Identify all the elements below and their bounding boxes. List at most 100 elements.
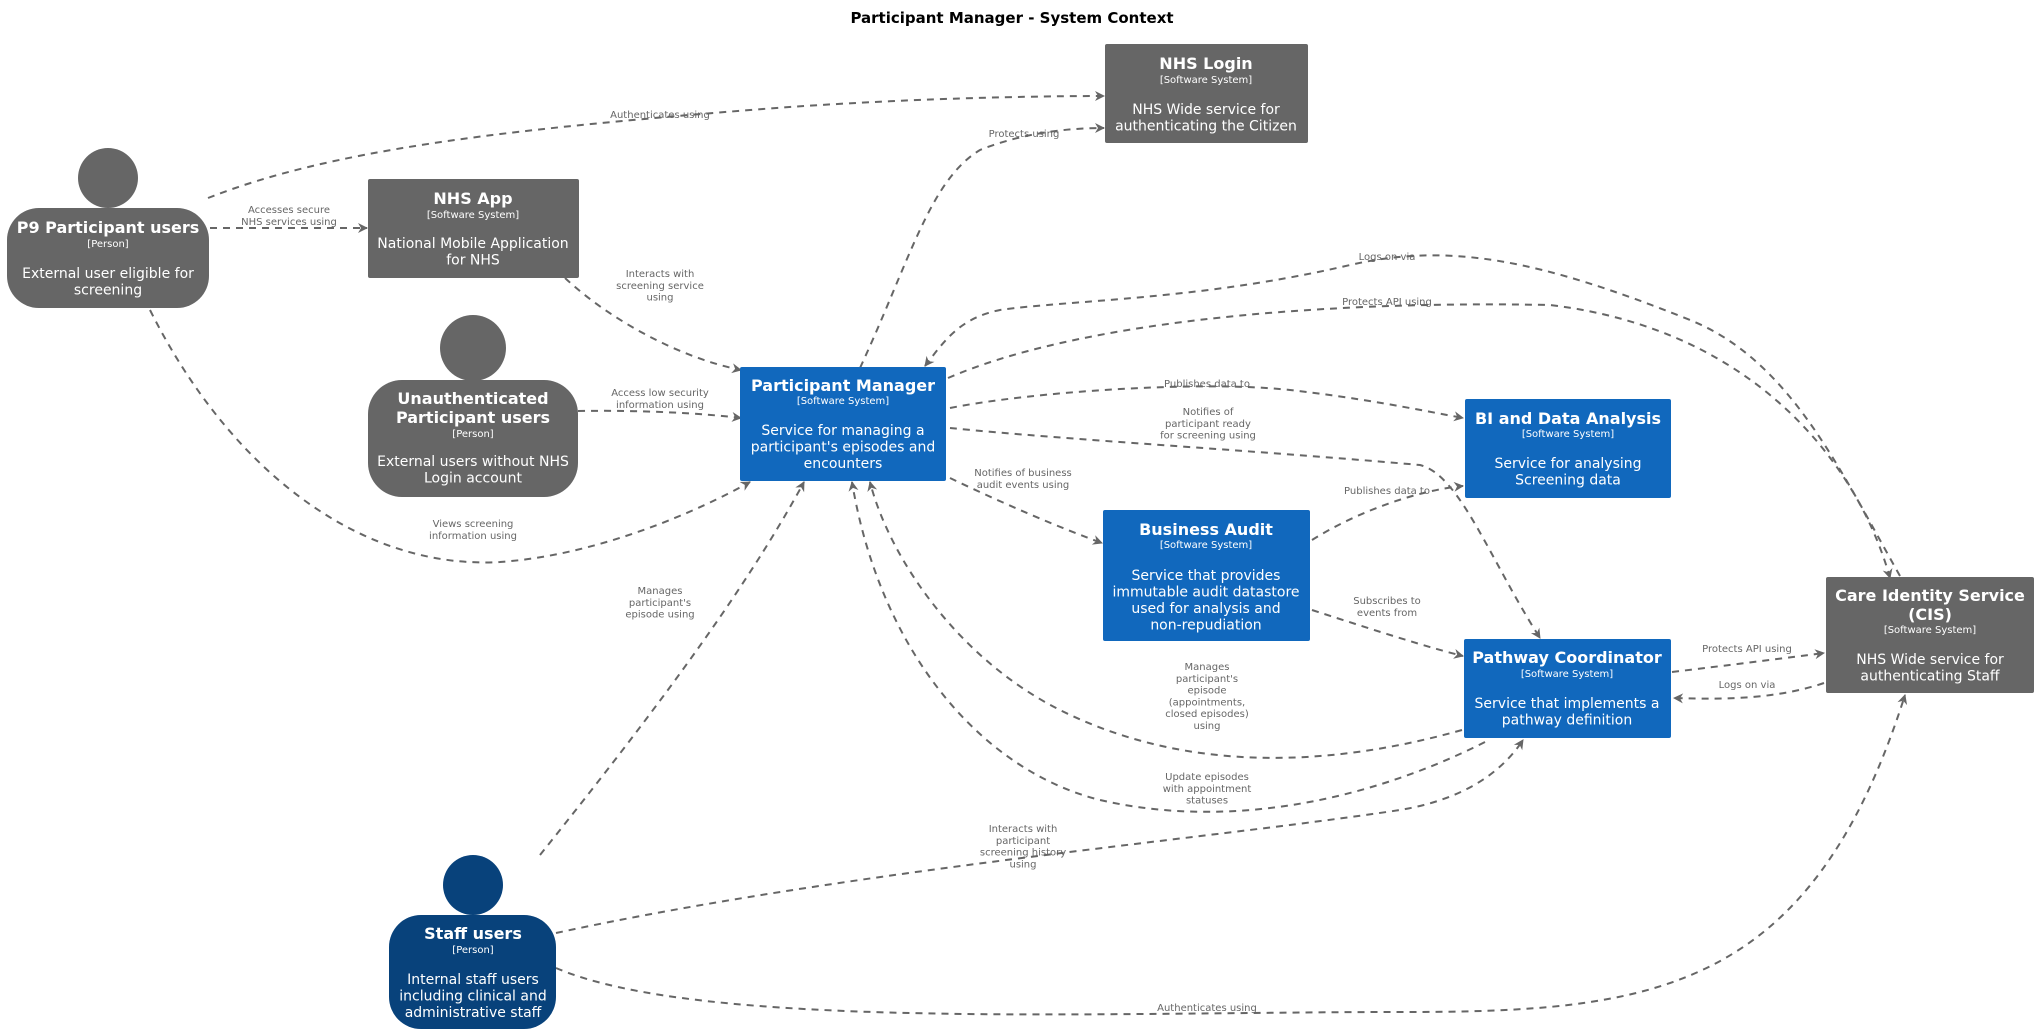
node-name: P9 Participant users bbox=[17, 218, 200, 237]
text-line: Screening data bbox=[1515, 473, 1621, 489]
system-nhs-app[interactable]: NHS App [Software System] National Mobil… bbox=[368, 179, 579, 278]
system-nhs-login[interactable]: NHS Login [Software System] NHS Wide ser… bbox=[1105, 44, 1308, 143]
text-line: screening service bbox=[616, 281, 704, 292]
node-type: [Software System] bbox=[1522, 429, 1614, 440]
text-line: Authenticates using bbox=[610, 110, 710, 121]
edge-staff-pathway bbox=[555, 739, 1524, 934]
text-line: participant bbox=[996, 836, 1050, 847]
system-box bbox=[1105, 44, 1308, 143]
text-line: pathway definition bbox=[1502, 713, 1633, 729]
system-care-identity-service[interactable]: Care Identity Service(CIS) [Software Sys… bbox=[1826, 577, 2034, 693]
edge-pm-audit bbox=[949, 477, 1103, 545]
system-box bbox=[1103, 510, 1310, 641]
text-line: Service for managing a bbox=[761, 423, 924, 439]
system-box bbox=[1826, 577, 2034, 693]
node-name: NHS App bbox=[433, 189, 512, 208]
text-line: NHS services using bbox=[241, 217, 337, 228]
edge-p9-nhslogin bbox=[207, 91, 1105, 199]
text-line: Unauthenticated bbox=[397, 389, 548, 408]
system-pathway-coordinator[interactable]: Pathway Coordinator [Software System] Se… bbox=[1464, 639, 1671, 738]
text-line: Interacts with bbox=[626, 269, 695, 280]
label-pm-cis-protects: Protects API using bbox=[1342, 297, 1432, 308]
node-name: Pathway Coordinator bbox=[1472, 648, 1662, 667]
node-name: NHS Login bbox=[1159, 54, 1252, 73]
text-line: administrative staff bbox=[405, 1005, 542, 1021]
text-line: Accesses secure bbox=[248, 205, 330, 216]
text-line: with appointment bbox=[1163, 784, 1252, 795]
text-line: Manages bbox=[638, 586, 683, 597]
text-line: Staff users bbox=[424, 924, 522, 943]
text-line: Views screening bbox=[433, 519, 514, 530]
label-audit-bi: Publishes data to bbox=[1344, 486, 1430, 497]
person-p9-participant-users[interactable]: P9 Participant users [Person] External u… bbox=[7, 148, 209, 308]
text-line: screening bbox=[74, 283, 142, 299]
node-type: [Software System] bbox=[427, 210, 519, 221]
text-line: Service that provides bbox=[1132, 568, 1281, 584]
text-line: Authenticates using bbox=[1157, 1003, 1257, 1014]
text-line: for NHS bbox=[446, 253, 500, 269]
system-bi-and-data-analysis[interactable]: BI and Data Analysis [Software System] S… bbox=[1465, 399, 1671, 498]
text-line: Notifies of bbox=[1183, 407, 1234, 418]
text-line: National Mobile Application bbox=[377, 236, 568, 252]
person-body bbox=[7, 208, 209, 308]
text-line: [Software System] bbox=[1884, 625, 1976, 636]
text-line: (CIS) bbox=[1908, 605, 1952, 624]
edge-audit-pathway bbox=[1311, 609, 1464, 659]
text-line: audit events using bbox=[977, 480, 1070, 491]
node-name: Business Audit bbox=[1139, 520, 1273, 539]
label-pathway-cis: Protects API using bbox=[1702, 644, 1792, 655]
edge-unauth-pm bbox=[577, 409, 742, 422]
system-business-audit[interactable]: Business Audit [Software System] Service… bbox=[1103, 510, 1310, 641]
text-line: Service for analysing bbox=[1494, 456, 1641, 472]
text-line: Business Audit bbox=[1139, 520, 1273, 539]
person-body bbox=[368, 380, 578, 497]
text-line: screening history bbox=[980, 848, 1066, 859]
text-line: authenticating Staff bbox=[1860, 669, 2000, 685]
text-line: events from bbox=[1357, 608, 1417, 619]
node-name: Participant Manager bbox=[751, 376, 935, 395]
text-line: Protects API using bbox=[1702, 644, 1792, 655]
text-line: Manages bbox=[1185, 662, 1230, 673]
label-cis-pathway: Logs on via bbox=[1719, 680, 1776, 691]
edge-cis-pm-logs bbox=[924, 254, 1901, 577]
text-line: information using bbox=[616, 400, 704, 411]
text-line: [Software System] bbox=[1521, 669, 1613, 680]
text-line: [Software System] bbox=[1160, 75, 1252, 86]
system-box bbox=[368, 179, 579, 278]
text-line: Publishes data to bbox=[1344, 486, 1430, 497]
edge-pm-nhslogin bbox=[859, 123, 1105, 369]
text-line: Internal staff users bbox=[407, 972, 539, 988]
text-line: Logs on via bbox=[1359, 252, 1416, 263]
text-line: Subscribes to bbox=[1353, 596, 1421, 607]
system-participant-manager[interactable]: Participant Manager [Software System] Se… bbox=[740, 367, 946, 481]
node-type: [Person] bbox=[452, 429, 494, 440]
text-line: participant's bbox=[1176, 674, 1238, 685]
text-line: encounters bbox=[804, 456, 883, 472]
diagram-title: Participant Manager - System Context bbox=[850, 9, 1173, 27]
edge-audit-bi bbox=[1311, 481, 1464, 541]
text-line: Protects API using bbox=[1342, 297, 1432, 308]
text-line: [Software System] bbox=[1522, 429, 1614, 440]
label-pm-bi: Publishes data to bbox=[1164, 379, 1250, 390]
node-type: [Software System] bbox=[1160, 75, 1252, 86]
person-staff-users[interactable]: Staff users [Person] Internal staff user… bbox=[389, 855, 556, 1029]
text-line: participant's bbox=[629, 598, 691, 609]
text-line: Update episodes bbox=[1165, 772, 1249, 783]
text-line: External user eligible for bbox=[22, 266, 194, 282]
text-line: closed episodes) bbox=[1165, 709, 1249, 720]
edge-pm-pathway bbox=[949, 427, 1541, 639]
text-line: non-repudiation bbox=[1150, 618, 1261, 634]
